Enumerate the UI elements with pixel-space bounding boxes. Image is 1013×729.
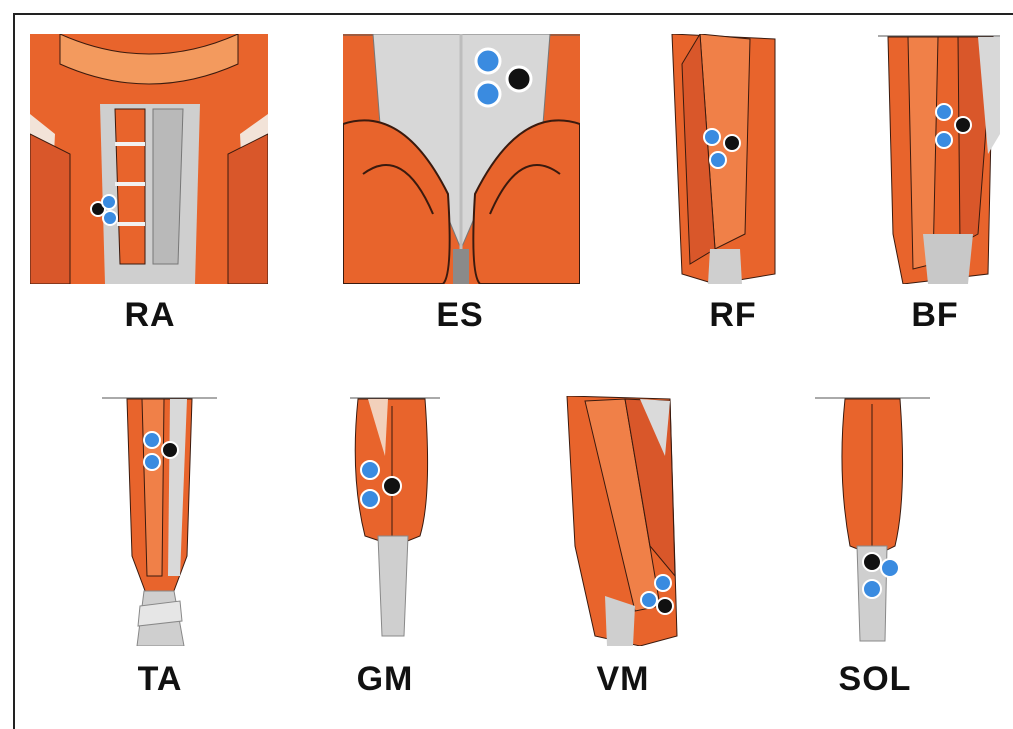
bf-anatomy-illustration <box>878 34 1000 284</box>
panel-sol <box>815 396 930 646</box>
ta-anatomy-illustration <box>102 396 217 646</box>
muscle-label-ta: TA <box>120 660 200 699</box>
muscle-label-vm: VM <box>583 660 663 699</box>
panel-rf <box>670 34 780 284</box>
panel-ta <box>102 396 217 646</box>
panel-bf <box>878 34 1000 284</box>
muscle-label-rf: RF <box>693 296 773 335</box>
es-anatomy-illustration <box>343 34 580 284</box>
panel-vm <box>565 396 685 646</box>
panel-ra <box>30 34 268 284</box>
muscle-label-bf: BF <box>895 296 975 335</box>
muscle-label-sol: SOL <box>825 660 925 699</box>
muscle-label-ra: RA <box>110 296 190 335</box>
rf-anatomy-illustration <box>670 34 780 284</box>
muscle-label-gm: GM <box>345 660 425 699</box>
muscle-label-es: ES <box>420 296 500 335</box>
panel-gm <box>340 396 440 646</box>
gm-anatomy-illustration <box>340 396 440 646</box>
ra-anatomy-illustration <box>30 34 268 284</box>
sol-anatomy-illustration <box>815 396 930 646</box>
vm-anatomy-illustration <box>565 396 685 646</box>
panel-es <box>343 34 580 284</box>
